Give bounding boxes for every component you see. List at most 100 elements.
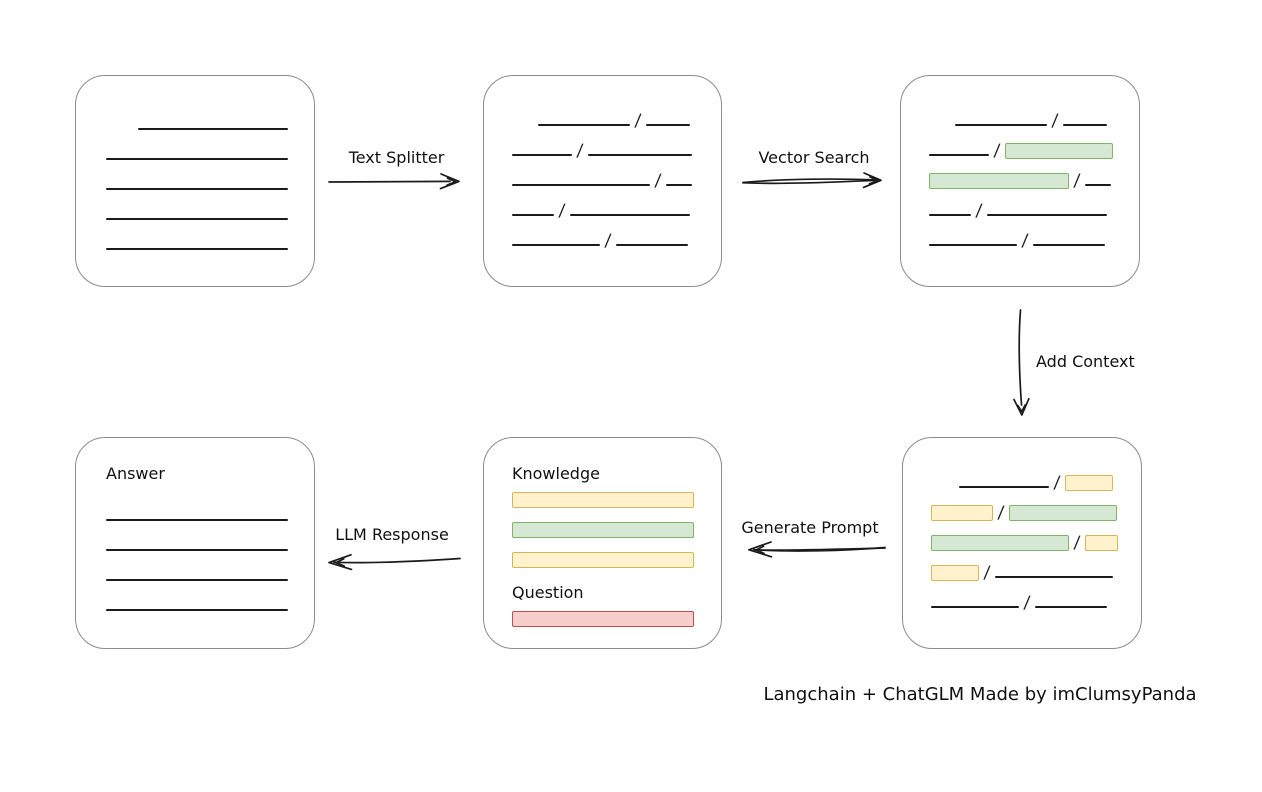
- seg-slash: /: [1023, 592, 1031, 613]
- diagram-row: /: [929, 196, 1139, 226]
- diagram-row: [106, 501, 314, 531]
- seg-line: [1034, 606, 1107, 608]
- seg-bar-green: [512, 522, 694, 538]
- seg-bar-yellow: [512, 552, 694, 568]
- seg-gap: [512, 121, 538, 122]
- seg-slash: /: [1073, 532, 1081, 553]
- seg-slash: /: [997, 502, 1005, 523]
- diagram-row: [106, 531, 314, 561]
- seg-line: [929, 244, 1017, 246]
- diagram-row: [106, 591, 314, 621]
- seg-line: [1062, 124, 1107, 126]
- document-lines: [76, 76, 314, 260]
- seg-line: [994, 576, 1113, 578]
- seg-bar-yellow: [512, 492, 694, 508]
- diagram-row: [106, 230, 314, 260]
- diagram-row: [106, 561, 314, 591]
- seg-chip-yellow: [931, 505, 993, 521]
- diagram-row: /: [512, 226, 721, 256]
- seg-line: [106, 158, 288, 160]
- split-chunks-box: / / / / /: [483, 75, 722, 287]
- seg-slash: /: [1053, 472, 1061, 493]
- generate-prompt-label: Generate Prompt: [741, 518, 879, 537]
- diagram-row: [106, 110, 314, 140]
- add-context-label: Add Context: [1036, 352, 1135, 371]
- diagram-row: [512, 604, 721, 634]
- diagram-row: [106, 170, 314, 200]
- matched-chunk-lines: / / / / /: [901, 76, 1139, 256]
- seg-line: [1084, 184, 1111, 186]
- seg-line: [645, 124, 690, 126]
- seg-line: [106, 519, 288, 521]
- seg-chip-yellow: [1064, 475, 1113, 491]
- seg-line: [615, 244, 688, 246]
- diagram-row: [512, 515, 721, 545]
- seg-line: [106, 188, 288, 190]
- seg-line: [106, 549, 288, 551]
- diagram-row: [106, 200, 314, 230]
- vector-search-label: Vector Search: [758, 148, 870, 167]
- seg-line: [986, 214, 1107, 216]
- seg-slash: /: [576, 140, 584, 161]
- left-arrow-icon: [748, 541, 886, 558]
- prompt-box: Knowledge Question: [483, 437, 722, 649]
- llm-response-label: LLM Response: [335, 525, 449, 544]
- left-arrow-icon: [328, 553, 461, 571]
- diagram-row: /: [512, 166, 721, 196]
- seg-bar-red: [512, 611, 694, 627]
- seg-slash: /: [604, 230, 612, 251]
- diagram-row: /: [512, 196, 721, 226]
- seg-line: [106, 579, 288, 581]
- seg-line: [106, 218, 288, 220]
- seg-slash: /: [983, 562, 991, 583]
- matched-chunks-box: / / / / /: [900, 75, 1140, 287]
- diagram-row: /: [931, 498, 1141, 528]
- diagram-row: /: [931, 528, 1141, 558]
- diagram-row: /: [929, 166, 1139, 196]
- diagram-row: /: [512, 106, 721, 136]
- diagram-row: /: [512, 136, 721, 166]
- context-chunk-lines: / / / / /: [903, 438, 1141, 618]
- seg-slash: /: [1073, 170, 1081, 191]
- seg-line: [569, 214, 690, 216]
- diagram-row: /: [931, 558, 1141, 588]
- diagram-row: /: [931, 468, 1141, 498]
- down-arrow-icon: [1013, 309, 1030, 416]
- right-arrow-icon: [742, 172, 882, 189]
- question-bar: [512, 604, 721, 634]
- seg-line: [106, 248, 288, 250]
- answer-lines: [106, 501, 314, 621]
- seg-line: [665, 184, 692, 186]
- seg-line: [929, 154, 989, 156]
- diagram-row: /: [931, 588, 1141, 618]
- seg-slash: /: [975, 200, 983, 221]
- answer-label: Answer: [106, 464, 165, 483]
- seg-slash: /: [1051, 110, 1059, 131]
- seg-line: [512, 154, 572, 156]
- seg-line: [929, 214, 971, 216]
- seg-chip-green: [1008, 505, 1117, 521]
- seg-line: [1032, 244, 1105, 246]
- seg-line: [931, 606, 1019, 608]
- source-document-box: [75, 75, 315, 287]
- seg-chip-green: [929, 173, 1069, 189]
- diagram-row: /: [929, 136, 1139, 166]
- diagram-row: [512, 545, 721, 575]
- seg-line: [512, 244, 600, 246]
- seg-line: [959, 486, 1049, 488]
- right-arrow-icon: [328, 173, 460, 190]
- seg-gap: [929, 121, 955, 122]
- seg-line: [955, 124, 1047, 126]
- context-chunks-box: / / / / /: [902, 437, 1142, 649]
- seg-chip-green: [1004, 143, 1113, 159]
- footer-credit: Langchain + ChatGLM Made by imClumsyPand…: [763, 684, 1197, 705]
- seg-line: [512, 214, 554, 216]
- seg-slash: /: [558, 200, 566, 221]
- answer-box: Answer: [75, 437, 315, 649]
- diagram-row: /: [929, 106, 1139, 136]
- diagram-row: [106, 140, 314, 170]
- seg-line: [587, 154, 692, 156]
- seg-slash: /: [1021, 230, 1029, 251]
- seg-line: [538, 124, 630, 126]
